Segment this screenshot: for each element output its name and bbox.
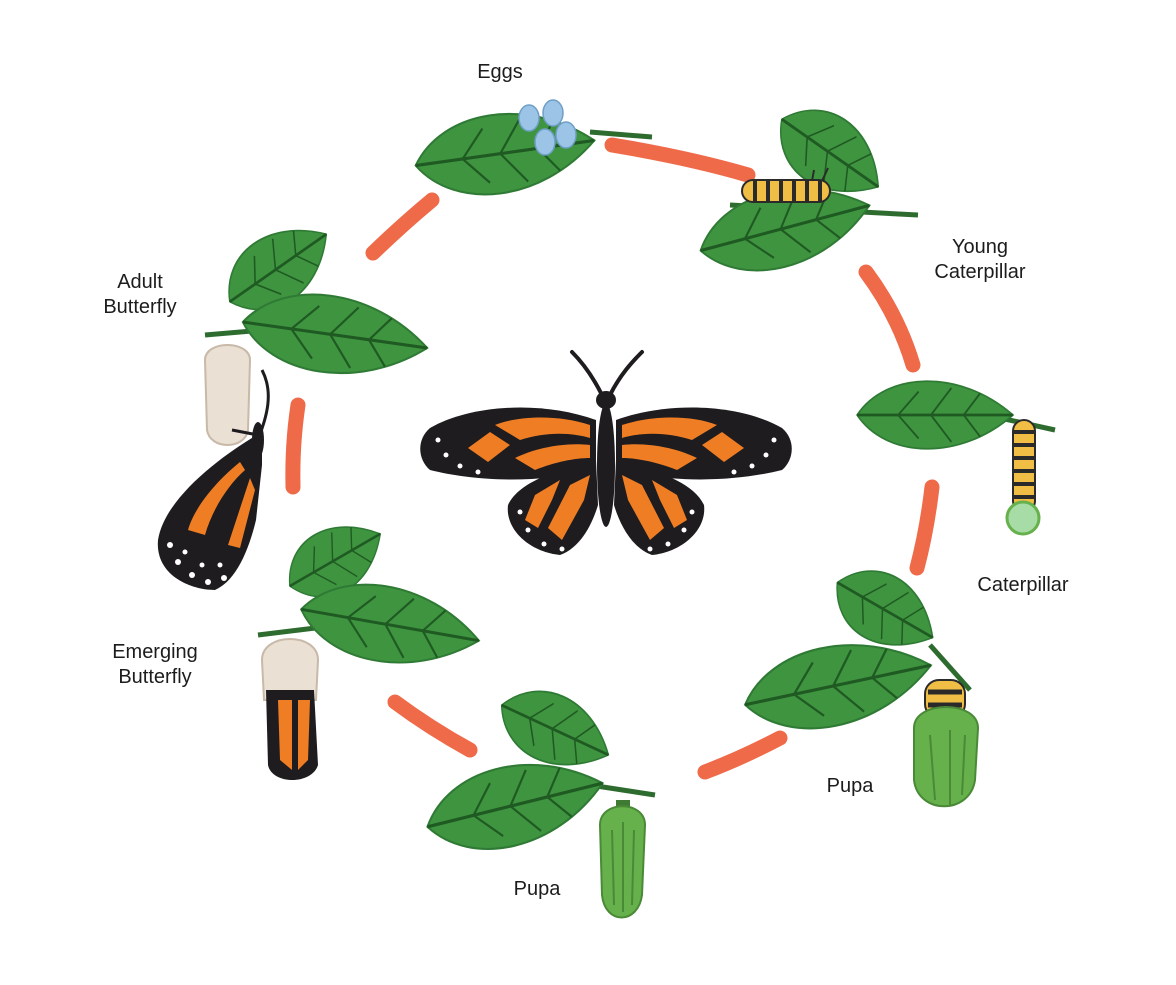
caterpillar-illustration [855, 379, 1056, 536]
young-caterpillar-illustration [689, 88, 919, 289]
arrow-caterpillar-to-pupa [909, 479, 940, 576]
arrow-emerging-to-adult [285, 397, 306, 495]
label-adult-butterfly: Adult Butterfly [103, 271, 177, 318]
label-emerging-butterfly: Emerging Butterfly [112, 641, 198, 688]
arrow-adult-to-eggs [365, 192, 440, 261]
emerging-butterfly-illustration [257, 505, 487, 780]
cycle-arrows [285, 137, 940, 780]
pupa-right-illustration [735, 551, 980, 808]
label-pupa-bottom: Pupa [513, 878, 561, 900]
pupa-bottom-illustration [416, 673, 656, 919]
arrow-pupa-to-pupa [697, 730, 788, 780]
eggs-illustration [408, 99, 653, 207]
label-eggs: Eggs [477, 61, 523, 83]
arrow-pupa-to-emerging [387, 694, 478, 758]
label-young-caterpillar: Young Caterpillar [934, 236, 1026, 283]
monarch-butterfly-center [420, 350, 792, 555]
arrow-young-to-caterpillar [858, 264, 921, 373]
label-caterpillar: Caterpillar [977, 574, 1069, 596]
adult-butterfly-illustration [157, 205, 435, 590]
arrow-eggs-to-young [604, 137, 756, 183]
label-pupa-right: Pupa [826, 775, 874, 797]
